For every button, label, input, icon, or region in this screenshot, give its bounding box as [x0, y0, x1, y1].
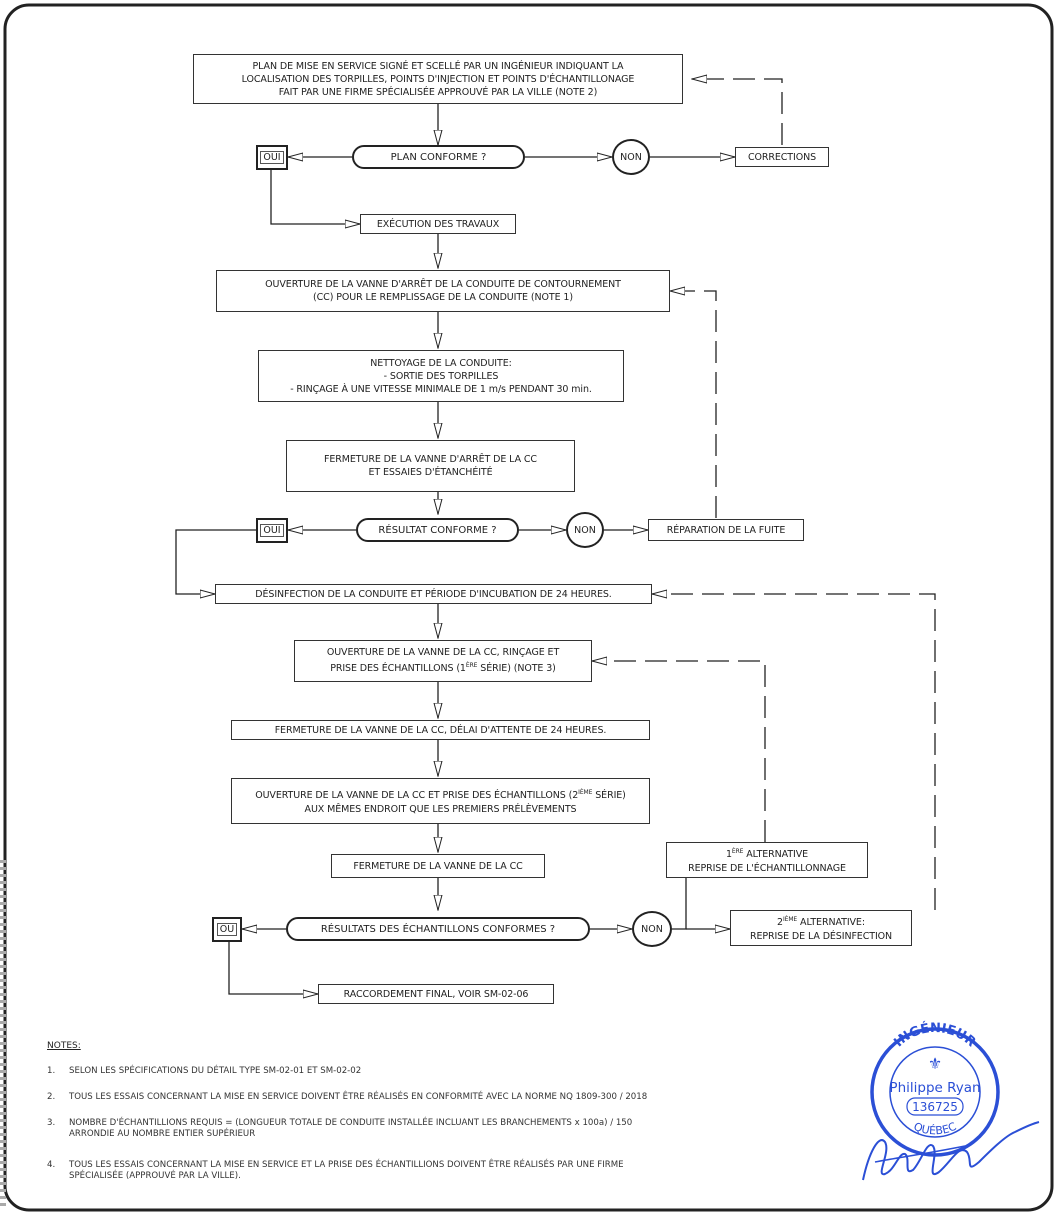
ouverture-prise-sup: IÈME	[578, 789, 593, 797]
ouverture-cc-line-1: OUVERTURE DE LA VANNE D'ARRÊT DE LA COND…	[265, 279, 621, 290]
note-4-text-2: SPÉCIALISÉE (APPROUVÉ PAR LA VILLE).	[69, 1171, 241, 1181]
execution-box: EXÉCUTION DES TRAVAUX	[360, 214, 516, 234]
fermeture-delai-label: FERMETURE DE LA VANNE DE LA CC, DÉLAI D'…	[274, 724, 607, 736]
non-label-2: NON	[574, 524, 596, 536]
resultat-conforme-label: RÉSULTAT CONFORME ?	[378, 524, 497, 536]
corrections-box: CORRECTIONS	[735, 147, 829, 167]
desinfection-box: DÉSINFECTION DE LA CONDUITE ET PÉRIODE D…	[215, 584, 652, 604]
resultat-conforme-decision: RÉSULTAT CONFORME ?	[356, 518, 519, 542]
non-label-3: NON	[641, 923, 663, 935]
alt2-num: 2	[777, 917, 783, 929]
margin-reference-text	[0, 860, 6, 1210]
fleur-de-lis-icon: ⚜	[928, 1054, 942, 1073]
note-4-text: TOUS LES ESSAIS CONCERNANT LA MISE EN SE…	[69, 1160, 624, 1170]
desinfection-label: DÉSINFECTION DE LA CONDUITE ET PÉRIODE D…	[255, 588, 612, 600]
notes-title: NOTES:	[47, 1041, 81, 1051]
alt1-num: 1	[725, 849, 732, 861]
reparation-label: RÉPARATION DE LA FUITE	[666, 524, 786, 536]
alternative-2-text: REPRISE DE LA DÉSINFECTION	[749, 930, 893, 942]
alternative-1-text: REPRISE DE L'ÉCHANTILLONNAGE	[688, 862, 846, 874]
ouverture-rincage-box: OUVERTURE DE LA VANNE DE LA CC, RINÇAGE …	[294, 640, 592, 682]
ouverture-prise-line-1b: SÉRIE)	[592, 790, 626, 802]
ouverture-prise-box: OUVERTURE DE LA VANNE DE LA CC ET PRISE …	[231, 778, 650, 824]
note-1-number: 1.	[47, 1066, 56, 1076]
fermeture-cc-label: FERMETURE DE LA VANNE DE LA CC	[353, 860, 523, 872]
plan-box: PLAN DE MISE EN SERVICE SIGNÉ ET SCELLÉ …	[193, 54, 683, 104]
nettoyage-line-2: - SORTIE DES TORPILLES	[383, 370, 499, 382]
non-circle-3: NON	[632, 911, 672, 947]
ouverture-rincage-line-1: OUVERTURE DE LA VANNE DE LA CC, RINÇAGE …	[326, 647, 560, 659]
signature	[862, 1121, 1040, 1181]
alternative-2-title: 2IÈME ALTERNATIVE:	[777, 913, 865, 929]
non-circle-1: NON	[612, 139, 650, 175]
fermeture-cc-box: FERMETURE DE LA VANNE DE LA CC	[331, 854, 545, 878]
note-3-number: 3.	[47, 1118, 56, 1128]
fermeture-etancheite-line-2: ET ESSAIES D'ÉTANCHÉITÉ	[368, 467, 493, 478]
note-3-text: NOMBRE D'ÉCHANTILLIONS REQUIS = (LONGUEU…	[69, 1118, 633, 1128]
non-circle-2: NON	[566, 512, 604, 548]
ouverture-prise-line-1a: OUVERTURE DE LA VANNE DE LA CC ET PRISE …	[255, 790, 579, 802]
ouverture-rincage-line-2: PRISE DES ÉCHANTILLONS (1ÈRE SÉRIE) (NOT…	[330, 659, 556, 675]
drawing-border	[3, 3, 1054, 1212]
ouverture-prise-line-2: AUX MÊMES ENDROIT QUE LES PREMIERS PRÉLÈ…	[304, 803, 577, 815]
raccordement-box: RACCORDEMENT FINAL, VOIR SM-02-06	[318, 984, 554, 1004]
resultats-echantillons-label: RÉSULTATS DES ÉCHANTILLONS CONFORMES ?	[320, 923, 556, 935]
plan-conforme-label: PLAN CONFORME ?	[390, 151, 487, 163]
fermeture-delai-box: FERMETURE DE LA VANNE DE LA CC, DÉLAI D'…	[231, 720, 650, 740]
ou-label: OU	[216, 923, 238, 936]
ouverture-prise-line-1: OUVERTURE DE LA VANNE DE LA CC ET PRISE …	[255, 786, 626, 802]
note-1-text: SELON LES SPÉCIFICATIONS DU DÉTAIL TYPE …	[69, 1066, 362, 1076]
reparation-box: RÉPARATION DE LA FUITE	[648, 519, 804, 541]
alt2-title-text: ALTERNATIVE:	[797, 917, 865, 929]
plan-line-3: FAIT PAR UNE FIRME SPÉCIALISÉE APPROUVÉ …	[278, 86, 598, 98]
seal-name: Philippe Ryan	[889, 1080, 980, 1096]
nettoyage-line-1: NETTOYAGE DE LA CONDUITE:	[370, 357, 512, 369]
plan-conforme-decision: PLAN CONFORME ?	[352, 145, 525, 169]
plan-line-2: LOCALISATION DES TORPILLES, POINTS D'INJ…	[241, 73, 635, 85]
non-label-1: NON	[620, 151, 642, 163]
ou-box: OU	[212, 917, 242, 942]
raccordement-label: RACCORDEMENT FINAL, VOIR SM-02-06	[343, 988, 529, 1000]
alt1-sup: ÈRE	[731, 848, 744, 856]
execution-label: EXÉCUTION DES TRAVAUX	[376, 218, 500, 230]
note-2-number: 2.	[47, 1092, 56, 1102]
oui-label-1: OUI	[260, 151, 284, 164]
note-3-text-2: ARRONDIE AU NOMBRE ENTIER SUPÉRIEUR	[69, 1129, 256, 1139]
seal-top-text: INGÉNIEUR	[891, 1020, 978, 1050]
ouverture-rincage-sup: ÈRE	[465, 662, 478, 670]
fermeture-etancheite-line-1: FERMETURE DE LA VANNE D'ARRÊT DE LA CC	[324, 454, 537, 465]
alt2-sup: IÈME	[783, 916, 798, 924]
nettoyage-line-3: - RINÇAGE À UNE VITESSE MINIMALE DE 1 m/…	[290, 383, 592, 395]
fermeture-etancheite-box: FERMETURE DE LA VANNE D'ARRÊT DE LA CC E…	[286, 440, 575, 492]
seal-number: 136725	[912, 1100, 958, 1114]
ouverture-rincage-line-2a: PRISE DES ÉCHANTILLONS (1	[330, 663, 466, 675]
alternative-2-box: 2IÈME ALTERNATIVE: REPRISE DE LA DÉSINFE…	[730, 910, 912, 946]
resultats-echantillons-decision: RÉSULTATS DES ÉCHANTILLONS CONFORMES ?	[286, 917, 590, 941]
note-2-text: TOUS LES ESSAIS CONCERNANT LA MISE EN SE…	[69, 1092, 648, 1102]
alternative-1-title: 1ÈRE ALTERNATIVE	[726, 845, 808, 861]
alt1-title-text: ALTERNATIVE	[743, 849, 809, 861]
ouverture-cc-box: OUVERTURE DE LA VANNE D'ARRÊT DE LA COND…	[216, 270, 670, 312]
note-4-number: 4.	[47, 1160, 56, 1170]
oui-box-2: OUI	[256, 518, 288, 543]
engineer-seal: INGÉNIEUR QUÉBEC ⚜ Philippe Ryan 136725	[862, 1020, 1040, 1181]
nettoyage-box: NETTOYAGE DE LA CONDUITE: - SORTIE DES T…	[258, 350, 624, 402]
oui-box-1: OUI	[256, 145, 288, 170]
plan-line-1: PLAN DE MISE EN SERVICE SIGNÉ ET SCELLÉ …	[252, 60, 624, 72]
corrections-label: CORRECTIONS	[747, 151, 817, 163]
seal-bottom-text: QUÉBEC	[912, 1120, 959, 1138]
alternative-1-box: 1ÈRE ALTERNATIVE REPRISE DE L'ÉCHANTILLO…	[666, 842, 868, 878]
oui-label-2: OUI	[260, 524, 284, 537]
ouverture-cc-line-2: (CC) POUR LE REMPLISSAGE DE LA CONDUITE …	[313, 292, 573, 303]
ouverture-rincage-line-2b: SÉRIE) (NOTE 3)	[477, 663, 556, 675]
